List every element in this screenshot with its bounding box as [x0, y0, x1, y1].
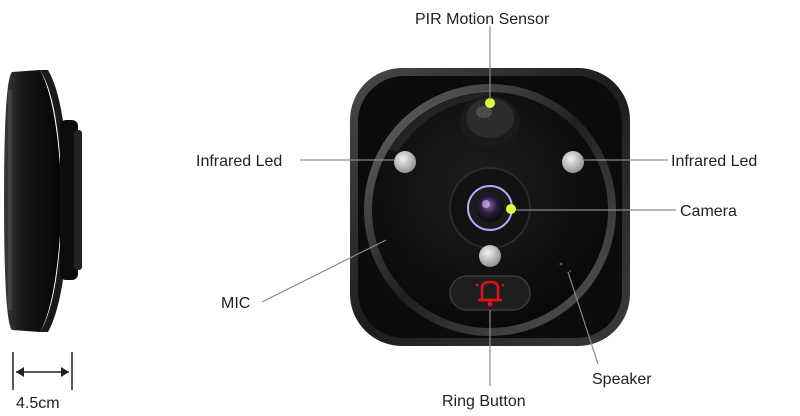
depth-dimension: 4.5cm: [12, 352, 73, 412]
pir-sensor: [460, 96, 520, 148]
pir-highlight-dot: [485, 98, 495, 108]
camera-lens: [449, 167, 531, 249]
bell-icon: [475, 280, 505, 307]
leader-lines: [261, 26, 676, 386]
speaker-hole: [559, 262, 563, 266]
bottom-led: [479, 245, 501, 267]
infrared-led-right: [562, 151, 584, 173]
label-mic: MIC: [221, 295, 250, 312]
infrared-led-left: [394, 151, 416, 173]
label-camera: Camera: [680, 203, 737, 220]
camera-highlight-dot: [506, 204, 516, 214]
device-side-view: [4, 70, 82, 332]
label-pir-motion-sensor: PIR Motion Sensor: [415, 11, 550, 28]
label-speaker: Speaker: [592, 371, 652, 388]
device-front-view: [350, 68, 630, 346]
label-infrared-led-right: Infrared Led: [671, 153, 757, 170]
depth-label: 4.5cm: [16, 395, 60, 412]
label-ring-button: Ring Button: [442, 393, 526, 410]
label-infrared-led-left: Infrared Led: [196, 153, 282, 170]
ring-button[interactable]: [449, 275, 531, 311]
side-mount-plate: [60, 120, 78, 280]
